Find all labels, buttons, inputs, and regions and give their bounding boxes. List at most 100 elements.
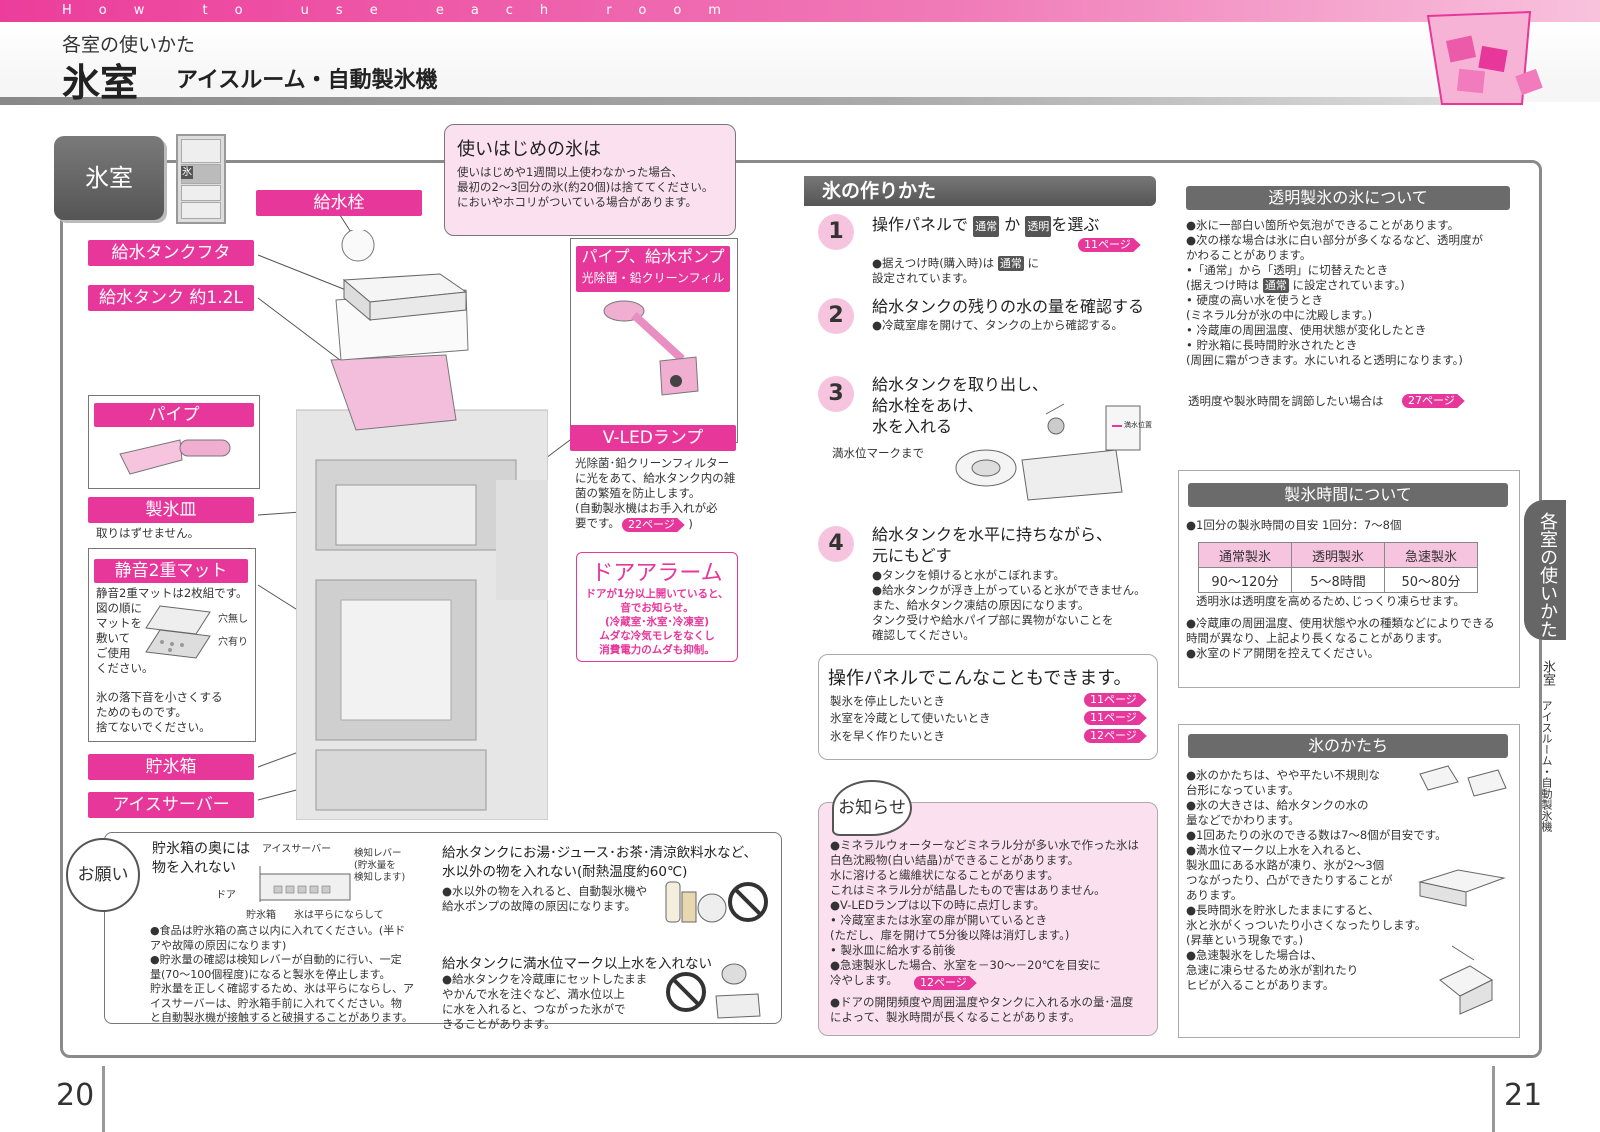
fridge-icon: 氷 (176, 134, 226, 224)
joined-ice-illustration (1418, 869, 1506, 907)
mat-hole-none: 穴無し (218, 614, 248, 625)
notice-box (818, 802, 1158, 1036)
clear-ice-title: 透明製氷の氷について (1186, 186, 1510, 210)
request-col1-title: 貯氷箱の奥には 物を入れない (152, 841, 250, 876)
ice-time-val-clear: 5～8時間 (1291, 567, 1385, 593)
label-tank-lid: 給水タンクフタ (88, 240, 254, 266)
clear-ice-body-a: ●氷に一部白い箇所や気泡ができることがあります。 ●次の様な場合は氷に白い部分が… (1186, 218, 1483, 292)
notice-page-ref[interactable]: 12ページ (914, 976, 977, 990)
page-title: 氷室 (62, 61, 139, 105)
step2-note: ●冷蔵室扉を開けて、タンクの上から確認する。 (872, 318, 1123, 332)
ice-time-note-2: ●冷蔵庫の周囲温度、使用状態や水の種類などによりできる 時間が異なり、上記より長… (1186, 616, 1495, 660)
ice-shape-body: ●氷のかたちは、やや平たい不規則な 台形になっています。 ●氷の大きさは、給水タ… (1186, 768, 1447, 992)
mat-hole: 穴有り (218, 637, 248, 648)
notice-body: ●ミネラルウォーターなどミネラル分が多い水で作った氷は 白色沈殿物(白い結晶)が… (830, 838, 1140, 987)
ice-time-val-normal: 90～120分 (1198, 567, 1292, 593)
ice-cube-illustration (1419, 765, 1507, 797)
clear-ice-key: 通常 (1262, 278, 1289, 293)
ice-shape-title: 氷のかたち (1188, 734, 1508, 758)
request-col3-title: 給水タンクに満水位マーク以上水を入れない (442, 956, 712, 972)
step2-number: 2 (818, 298, 854, 334)
request-col2-title: 給水タンクにお湯･ジュース･お茶･清涼飲料水など、 水以外の物を入れない(耐熱温… (442, 845, 757, 880)
panel-row-1-ref[interactable]: 11ページ (1084, 693, 1147, 707)
mode-normal-key: 通常 (973, 216, 1000, 237)
label-pipe-pump: パイプ、給水ポンプ 光除菌・鉛クリーンフィルター (576, 246, 730, 305)
page-number-right: 21 (1504, 1078, 1543, 1113)
panel-title: 操作パネルでこんなこともできます。 (828, 668, 1132, 689)
step4-number: 4 (818, 526, 854, 562)
door-alarm-body: ドアが1分以上開いていると、 音でお知らせ。 (冷蔵室･氷室･冷凍室) ムダな冷… (585, 588, 729, 656)
side-tab-sub-2: アイスルーム・自動製氷機 (1540, 700, 1553, 832)
ice-time-note-1: 透明氷は透明度を高めるため､じっくり凍らせます。 (1196, 594, 1465, 608)
clear-ice-body-b: に設定されています。) • 硬度の高い水を使うとき (ミネラル分が氷の中に沈殿し… (1186, 278, 1463, 367)
storage-diagram (259, 866, 351, 902)
pump-illustration (603, 300, 699, 396)
step1-number: 1 (818, 214, 854, 250)
label-pipe: パイプ (94, 403, 254, 427)
tray-note: 取りはずせません。 (96, 526, 200, 540)
panel-row-3-ref[interactable]: 12ページ (1084, 729, 1147, 743)
notice-badge: お知らせ (832, 780, 912, 836)
cracked-ice-illustration (1439, 945, 1494, 1015)
ice-time-guide: ●1回分の製氷時間の目安 1回分：7～8個 (1186, 518, 1402, 532)
label-tray: 製氷皿 (88, 497, 254, 523)
side-tab-main: 各室の使いかた (1537, 512, 1558, 638)
panel-row-3-label: 氷を早く作りたいとき (830, 729, 945, 743)
panel-row-2-ref[interactable]: 11ページ (1084, 711, 1147, 725)
vled-page-ref[interactable]: 22ページ (622, 518, 685, 532)
pipe-pump-sub: 光除菌・鉛クリーンフィルター (581, 271, 725, 305)
section-tab: 氷室 (54, 136, 164, 220)
page-subtitle: 各室の使いかた (62, 34, 196, 56)
ice-time-head-quick: 急速製氷 (1384, 542, 1478, 568)
fridge-mark: 氷 (181, 166, 193, 179)
side-tab-sub-1: 氷室 (1540, 660, 1555, 686)
vled-description: 光除菌･鉛クリーンフィルター に光をあて、給水タンク内の雑 菌の繁殖を防止します… (575, 456, 736, 530)
request-col1-body: ●食品は貯氷箱の高さ以内に入れてください。(半ド アや故障の原因になります) ●… (150, 924, 414, 1024)
panel-row-2-label: 氷室を冷蔵として使いたいとき (830, 711, 991, 725)
ice-glass-illustration (1426, 10, 1543, 105)
pipe-illustration (119, 439, 231, 475)
step4-note: ●タンクを傾けると水がこぼれます。 ●給水タンクが浮き上がっていると氷ができませ… (872, 568, 1146, 642)
diagram-storage-label: 貯氷箱 (246, 910, 276, 921)
step1-page-ref[interactable]: 11ページ (1078, 238, 1141, 252)
howto-title: 氷の作りかた (804, 176, 1156, 206)
label-server: アイスサーバー (88, 792, 254, 818)
step4-title: 給水タンクを水平に持ちながら、 元にもどす (872, 525, 1113, 565)
diagram-flat-label: 氷は平らにならして (294, 910, 384, 921)
ice-time-head-clear: 透明製氷 (1291, 542, 1385, 568)
step1-text-b: か (1004, 215, 1021, 234)
diagram-server-label: アイスサーバー (262, 844, 332, 855)
side-tab (1524, 500, 1566, 640)
label-tank: 給水タンク 約1.2L (88, 285, 254, 311)
pipe-pump-title: パイプ、給水ポンプ (581, 247, 725, 266)
first-ice-callout: 使いはじめの氷は 使いはじめや1週間以上使わなかった場合、 最初の2～3回分の氷… (444, 124, 736, 236)
step1-text-a: 操作パネルで (872, 215, 969, 234)
step1-title: 操作パネルで 通常 か 透明を選ぶ (872, 214, 1099, 237)
page-number-left: 20 (56, 1078, 95, 1113)
page-divider-left (102, 1066, 105, 1132)
mat-description: 静音2重マットは2枚組です。 図の順に マットを 敷いて ご使用 ください。 (96, 586, 248, 675)
no-overfill-icon (666, 963, 761, 1019)
step2-title: 給水タンクの残りの水の量を確認する (872, 297, 1145, 316)
step1-note-b: に 設定されています。 (872, 256, 1039, 285)
top-stripe: How to use each room (0, 0, 1600, 22)
request-col3-body: ●給水タンクを冷蔵庫にセットしたまま やかんで水を注ぐなど、満水位以上 に水を入… (442, 972, 648, 1031)
ice-time-table: 通常製氷 透明製氷 急速製氷 90～120分 5～8時間 50～80分 (1198, 542, 1478, 593)
header-rule (0, 97, 1480, 105)
label-vled: V-LEDランプ (570, 425, 736, 451)
step3-title: 給水タンクを取り出し、 給水栓をあけ、 水を入れる (872, 375, 1049, 436)
first-ice-body: 使いはじめや1週間以上使わなかった場合、 最初の2～3回分の氷(約20個)は捨て… (457, 165, 714, 209)
step3-mark-label: 満水位置 (1124, 421, 1152, 429)
vled-ref[interactable]: 22ページ ) (622, 513, 693, 532)
ice-time-val-quick: 50～80分 (1384, 567, 1478, 593)
mode-clear-key: 透明 (1025, 216, 1052, 237)
clear-ice-adjust: 透明度や製氷時間を調節したい場合は (1188, 394, 1384, 408)
first-ice-title: 使いはじめの氷は (457, 139, 601, 160)
clear-ice-page-ref[interactable]: 27ページ (1402, 394, 1465, 408)
mat-illustration (145, 605, 211, 659)
ice-time-head-normal: 通常製氷 (1198, 542, 1292, 568)
step3-fill-label: 満水位マークまで (832, 446, 924, 460)
fridge-illustration (296, 230, 548, 820)
eyebrow-text: How to use each room (62, 3, 748, 18)
step3-number: 3 (818, 376, 854, 412)
